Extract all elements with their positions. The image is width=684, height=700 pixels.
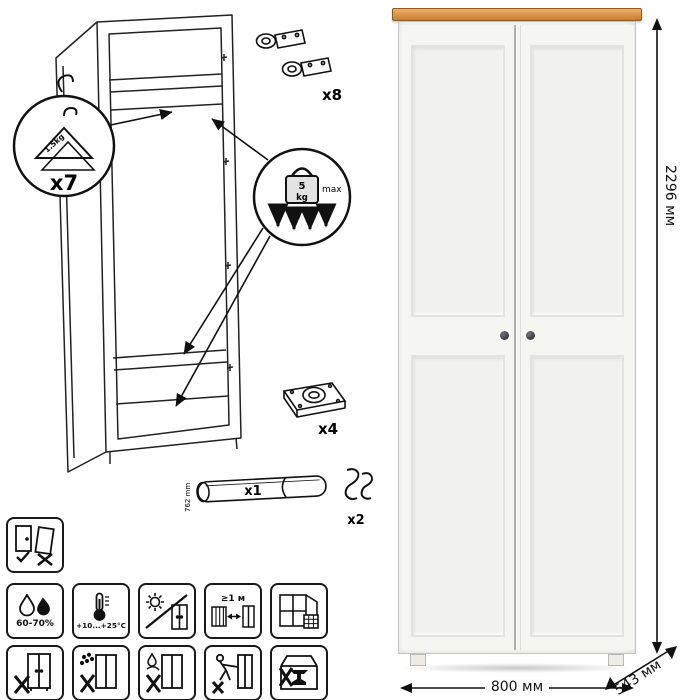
panel-orientation-icon (6, 517, 64, 573)
hanger-icon (33, 106, 96, 171)
rod-count-label: x1 (244, 484, 261, 499)
wardrobe-render (392, 8, 642, 673)
wardrobe-body (398, 21, 636, 654)
do-not-drag-icon (204, 645, 262, 700)
no-abrasive-cleaners-icon (72, 645, 130, 700)
door-panel (411, 45, 505, 317)
hanger-hook-icon (57, 74, 74, 93)
hook-count-label: x2 (347, 513, 364, 528)
hinge-count-label: x8 (322, 86, 342, 104)
wardrobe-foot (410, 654, 426, 666)
assembly-diagram: 1.5kg x7 5 kg max (12, 14, 373, 528)
rod-length-label: 762 mm (184, 483, 192, 512)
no-heavy-impact-icon (270, 645, 328, 700)
no-tilt-icon (6, 645, 64, 700)
load-callout: 5 kg max (252, 147, 352, 247)
hook-icon (344, 468, 373, 500)
height-dimension-arrow (652, 18, 662, 654)
weight-handle (290, 167, 314, 177)
hanger-count-label: x7 (50, 171, 78, 195)
wardrobe-door-left (402, 25, 516, 650)
heater-distance-label: ≥1 м (220, 593, 246, 604)
furniture-leg-icon (282, 382, 347, 418)
wardrobe-wireframe (55, 14, 242, 473)
callout-lines (105, 109, 271, 407)
width-dimension-label: 800 мм (398, 679, 636, 695)
door-knob (526, 331, 535, 340)
humidity-icon: 60-70% (6, 583, 64, 639)
temperature-icon: +10...+25°C (72, 583, 130, 639)
load-max-label: max (322, 185, 342, 195)
heater-distance-icon: ≥1 м (204, 583, 262, 639)
door-panel (530, 45, 624, 317)
wardrobe-foot (608, 654, 624, 666)
humidity-label: 60-70% (16, 618, 54, 629)
load-value: 5 (299, 181, 306, 192)
door-panel (411, 355, 505, 637)
hanger-callout: 1.5kg x7 (12, 74, 116, 198)
temperature-label: +10...+25°C (76, 621, 126, 631)
width-dimension-text: 800 мм (484, 679, 550, 695)
hinge-icon (255, 29, 332, 77)
no-solvents-icon (138, 645, 196, 700)
avoid-direct-sunlight-icon (138, 583, 196, 639)
door-knob (500, 331, 509, 340)
hanging-rod-icon (196, 475, 327, 503)
floor-shadow (400, 663, 634, 673)
wardrobe-door-right (520, 25, 634, 650)
load-arrows (267, 203, 337, 231)
depth-dimension-arrow (605, 646, 677, 690)
wood-top-trim (392, 8, 642, 21)
height-dimension-label: 2296 мм (662, 165, 678, 227)
door-panel (530, 355, 624, 637)
load-unit: kg (296, 193, 308, 203)
weight-icon (285, 175, 319, 204)
leg-count-label: x4 (318, 420, 338, 438)
ventilation-icon (270, 583, 328, 639)
